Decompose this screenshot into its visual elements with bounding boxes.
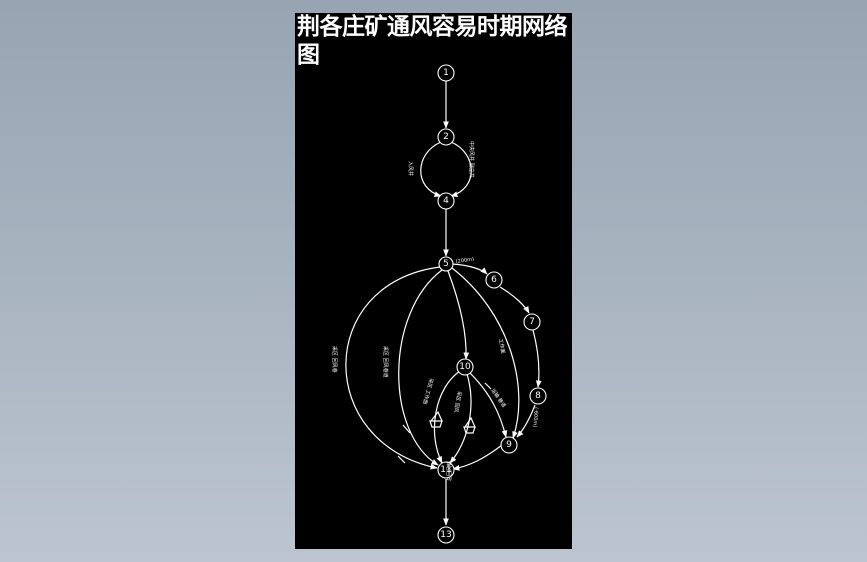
edge-2-4-right	[450, 141, 472, 197]
edge-5-6	[451, 263, 488, 275]
edge-label-j: (-600m)	[531, 407, 539, 428]
node-2	[437, 128, 455, 146]
node-11-label: 11	[440, 465, 451, 475]
edge-label-d: 采区 回风巷	[331, 346, 338, 373]
regulator-mark-3	[484, 382, 492, 390]
network-diagram: 1 2 4 5 6 7 8 9 10 11 13 入风井 中央风	[331, 64, 547, 544]
edge-label-c: (200m)	[455, 256, 474, 264]
node-8-label: 8	[535, 391, 541, 401]
fan-symbol-right	[463, 416, 476, 434]
edge-2-4-left	[420, 141, 442, 197]
edge-5-9	[451, 267, 520, 439]
edge-6-7	[499, 286, 530, 314]
edge-5-11-outer	[345, 266, 441, 470]
node-2-label: 2	[443, 132, 449, 142]
edge-label-g: 采区 工作面	[421, 377, 435, 404]
node-10	[456, 358, 474, 376]
diagram-title: 荆各庄矿通风容易时期网络图	[297, 14, 568, 68]
node-11	[437, 461, 455, 479]
edge-label-h: 采区 回风	[452, 391, 463, 413]
drawing-canvas: 荆各庄矿通风容易时期网络图	[295, 13, 572, 549]
edge-label-f: 工作面	[497, 338, 507, 354]
regulator-mark-1	[402, 424, 411, 434]
node-10-label: 10	[459, 362, 471, 372]
node-6-label: 6	[491, 275, 497, 285]
node-13-label: 13	[440, 530, 451, 540]
edge-5-10	[447, 270, 470, 360]
edge-label-a: 入风井	[407, 161, 414, 176]
node-4-label: 4	[443, 196, 449, 206]
edges	[345, 81, 542, 526]
regulator-mark-2	[397, 455, 406, 464]
edge-label-b: 中央风井 副立井	[468, 141, 475, 178]
edge-7-8	[532, 329, 542, 388]
fan-symbols	[429, 410, 476, 434]
node-5-label: 5	[443, 259, 449, 269]
edge-label-e: 采区 回风巷道	[382, 346, 389, 378]
edge-9-11	[452, 444, 503, 471]
node-9-label: 9	[506, 440, 512, 450]
node-8	[529, 387, 547, 405]
edge-8-9	[516, 404, 536, 438]
node-6	[485, 271, 503, 289]
fan-symbol-left	[429, 410, 443, 428]
node-1-label: 1	[443, 68, 449, 78]
node-7-label: 7	[529, 317, 535, 327]
node-1	[437, 64, 455, 82]
edge-label-k: 总回风巷	[446, 461, 453, 481]
edge-label-i: 运输 巷道	[489, 387, 507, 409]
node-7	[523, 313, 541, 331]
edge-10-11-left	[433, 370, 461, 464]
nodes: 1 2 4 5 6 7 8 9 10 11 13	[437, 64, 547, 544]
node-5	[438, 256, 454, 272]
edge-10-11-right	[449, 373, 472, 464]
edge-5-11-inner	[398, 269, 443, 466]
edge-10-9	[469, 372, 508, 438]
node-13	[437, 526, 455, 544]
node-4	[437, 192, 455, 210]
node-9	[500, 436, 518, 454]
